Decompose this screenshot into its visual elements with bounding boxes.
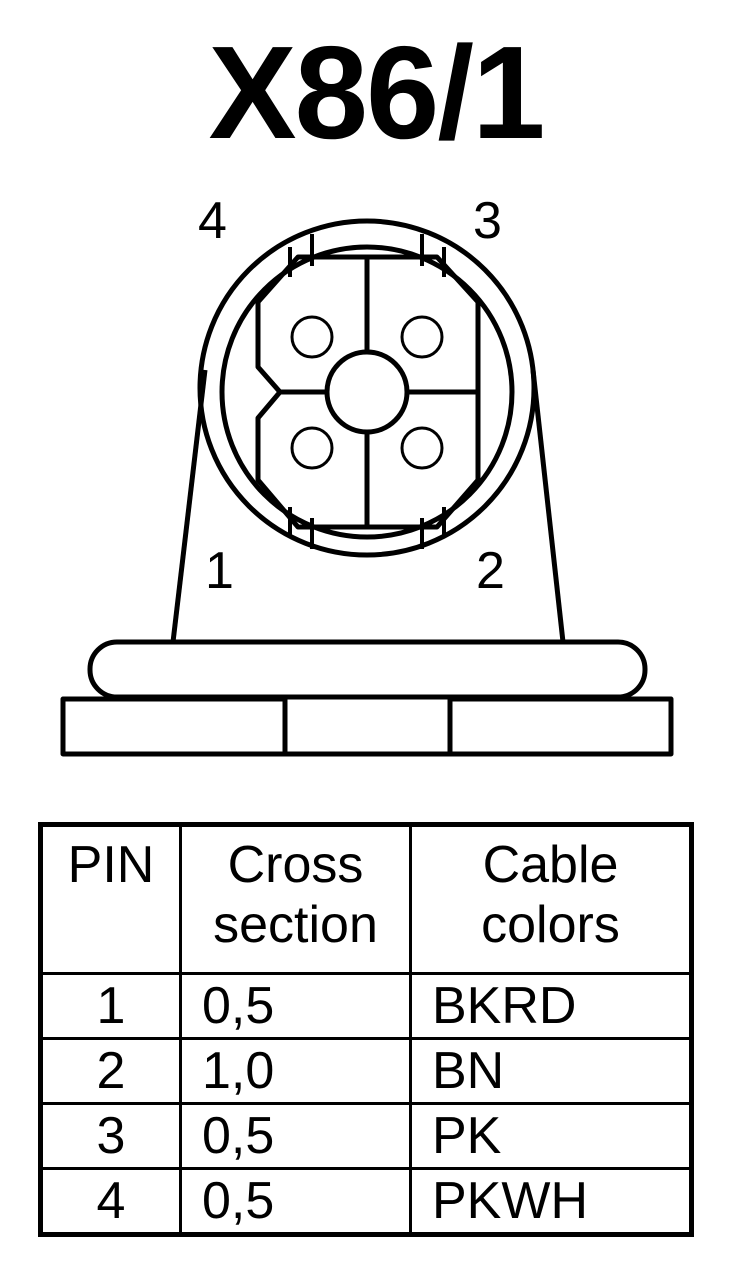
- cell-cable-color: BN: [409, 1037, 693, 1105]
- cell-cross-section: 0,5: [179, 972, 412, 1040]
- table-row: 1 0,5 BKRD: [39, 972, 693, 1040]
- cell-cable-color: PK: [409, 1102, 693, 1170]
- connector-insert: [255, 254, 481, 530]
- center-contact: [324, 349, 410, 435]
- pin-label-1: 1: [205, 542, 234, 600]
- cell-cross-section: 0,5: [179, 1102, 412, 1170]
- header-cable-colors: Cable colors: [409, 823, 693, 975]
- connector-inner-ring: [219, 244, 515, 540]
- cell-pin: 1: [39, 972, 182, 1040]
- pin-assignment-table: PIN Cross section Cable colors 1 0,5 BKR…: [38, 822, 694, 1237]
- stand-left-leg: [170, 369, 208, 643]
- table-row: 3 0,5 PK: [39, 1102, 693, 1170]
- cell-pin: 4: [39, 1167, 182, 1236]
- table-header-row: PIN Cross section Cable colors: [39, 823, 693, 975]
- stand-foot: [87, 639, 648, 700]
- cell-pin: 3: [39, 1102, 182, 1170]
- table-row: 4 0,5 PKWH: [39, 1167, 693, 1236]
- connector-outer-ring: [197, 218, 537, 558]
- cell-cable-color: PKWH: [409, 1167, 693, 1236]
- cell-cross-section: 0,5: [179, 1167, 412, 1236]
- cell-cable-color: BKRD: [409, 972, 693, 1040]
- pin-1-contact: [290, 426, 334, 470]
- pin-label-4: 4: [198, 192, 227, 250]
- pin-4-contact: [290, 315, 334, 359]
- pin-3-contact: [400, 315, 444, 359]
- stand-right-leg: [530, 369, 566, 643]
- header-pin: PIN: [39, 823, 182, 975]
- pin-label-3: 3: [473, 192, 502, 250]
- cell-cross-section: 1,0: [179, 1037, 412, 1105]
- pin-label-2: 2: [476, 542, 505, 600]
- pin-2-contact: [400, 426, 444, 470]
- connector-title: X86/1: [208, 19, 546, 166]
- cell-pin: 2: [39, 1037, 182, 1105]
- header-cross-section: Cross section: [179, 823, 412, 975]
- connector-drawing: 4 3 1 2: [60, 192, 674, 757]
- table-row: 2 1,0 BN: [39, 1037, 693, 1105]
